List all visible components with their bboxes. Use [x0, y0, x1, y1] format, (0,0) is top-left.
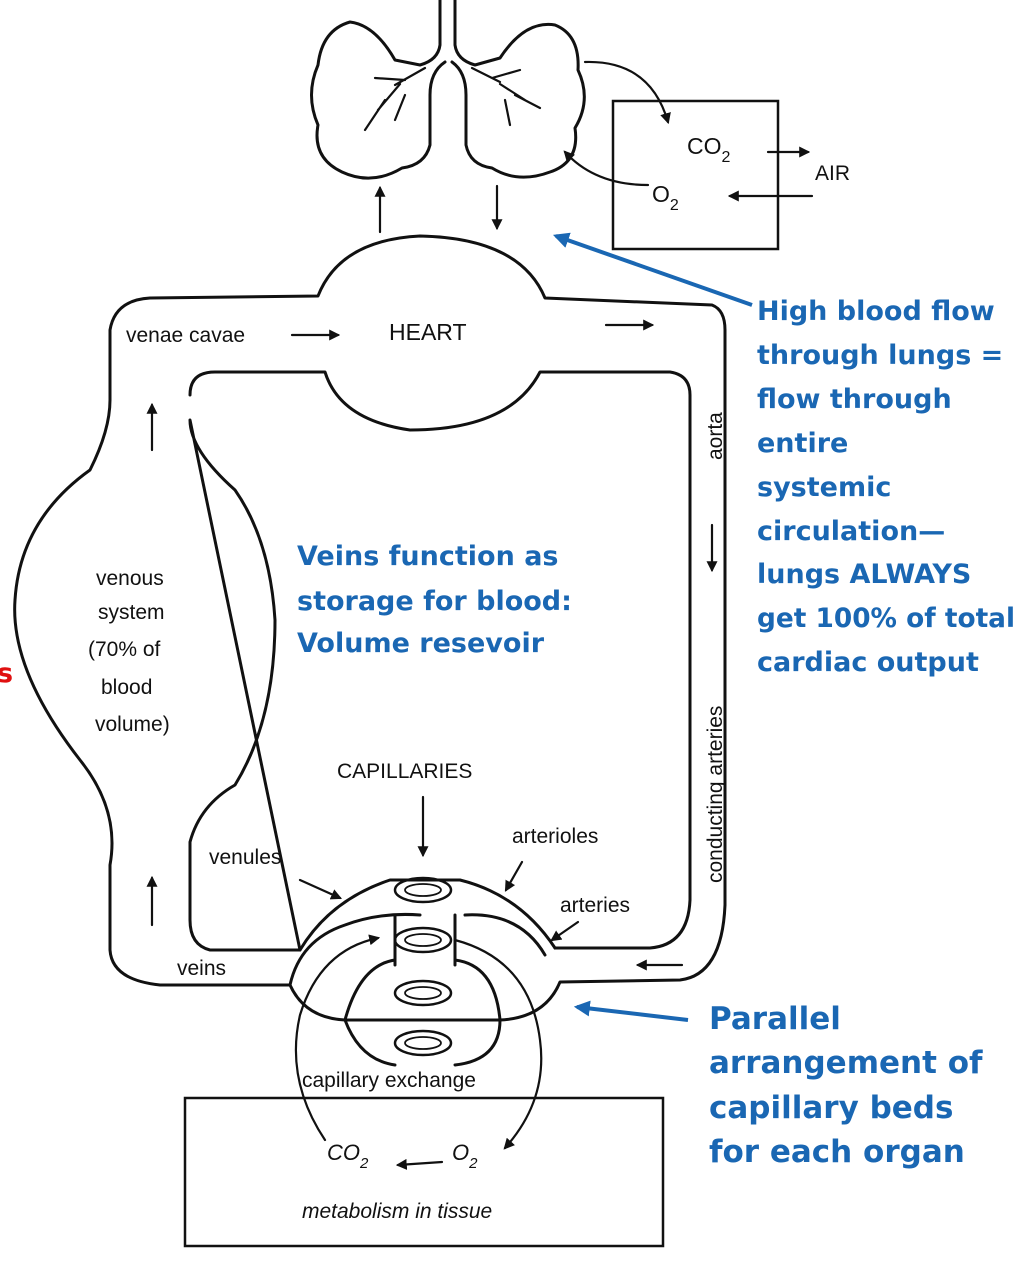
- capillary-exchange-label: capillary exchange: [302, 1069, 476, 1092]
- svg-text:storage for blood:: storage for blood:: [297, 586, 572, 617]
- venae-cavae-label: venae cavae: [126, 324, 245, 347]
- air-exchange-box: [611, 99, 780, 251]
- svg-text:volume): volume): [95, 713, 170, 736]
- svg-text:entire: entire: [757, 428, 848, 459]
- veins-label: veins: [177, 957, 226, 980]
- svg-text:blood: blood: [101, 676, 152, 699]
- svg-text:get 100% of total: get 100% of total: [757, 603, 1015, 634]
- svg-text:Parallel: Parallel: [709, 1001, 841, 1037]
- arterioles-label: arterioles: [512, 825, 598, 848]
- capillaries-label: CAPILLARIES: [337, 760, 472, 783]
- svg-text:cardiac output: cardiac output: [757, 647, 979, 678]
- svg-text:(70% of: (70% of: [88, 638, 161, 661]
- svg-text:flow through: flow through: [757, 384, 952, 415]
- aorta-label: aorta: [704, 412, 727, 460]
- heart-label: HEART: [389, 319, 467, 345]
- svg-text:High blood flow: High blood flow: [757, 296, 995, 327]
- air-label: AIR: [815, 162, 850, 185]
- svg-text:Volume resevoir: Volume resevoir: [297, 628, 545, 659]
- lungs-annotation: High blood flow through lungs = flow thr…: [757, 296, 1015, 678]
- svg-text:system: system: [98, 601, 165, 624]
- arteries-label: arteries: [560, 894, 630, 917]
- veins-annotation: Veins function as storage for blood: Vol…: [297, 541, 572, 659]
- tissue-co2-label: CO2: [327, 1140, 369, 1172]
- svg-text:Veins function as: Veins function as: [297, 541, 559, 572]
- svg-text:systemic: systemic: [757, 472, 891, 503]
- svg-text:circulation—: circulation—: [757, 516, 945, 547]
- svg-text:capillary beds: capillary beds: [709, 1090, 953, 1126]
- edge-fragment-text: s: [0, 658, 13, 689]
- svg-text:venous: venous: [96, 567, 164, 590]
- tissue-o2-label: O2: [452, 1140, 478, 1172]
- lungs: [310, 0, 586, 180]
- svg-text:for each organ: for each organ: [709, 1134, 965, 1170]
- air-co2-label: CO2: [687, 133, 731, 166]
- metabolism-label: metabolism in tissue: [302, 1200, 492, 1223]
- air-o2-label: O2: [652, 181, 679, 214]
- svg-text:arrangement of: arrangement of: [709, 1045, 983, 1081]
- parallel-annotation-arrow: [573, 1000, 689, 1022]
- svg-text:through lungs =: through lungs =: [757, 340, 1003, 371]
- svg-text:lungs ALWAYS: lungs ALWAYS: [757, 559, 971, 590]
- conducting-arteries-label: conducting arteries: [704, 706, 727, 883]
- lungs-annotation-arrow: [552, 232, 753, 307]
- venules-label: venules: [209, 846, 281, 869]
- parallel-annotation: Parallel arrangement of capillary beds f…: [709, 1001, 983, 1170]
- tissue-box: [183, 1096, 665, 1248]
- capillary-beds: [288, 876, 557, 1067]
- venous-system-label: venous system (70% of blood volume): [88, 567, 170, 736]
